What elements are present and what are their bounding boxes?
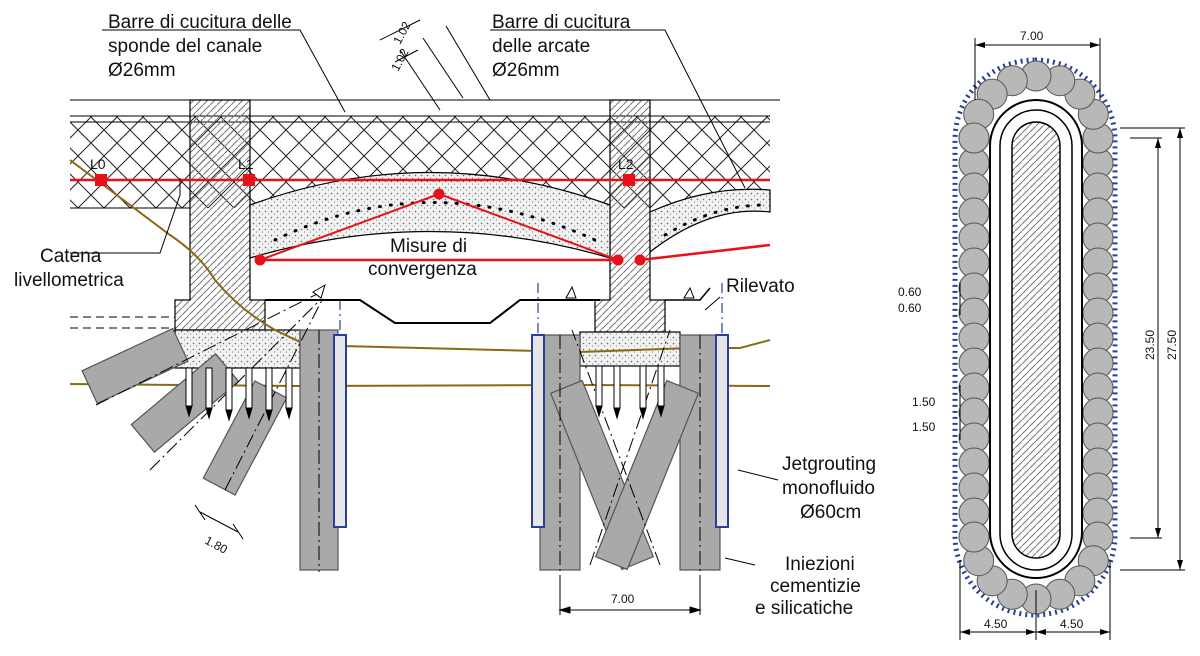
dim-top-b: 1.02 [388, 46, 411, 73]
plan-view [952, 38, 1185, 640]
measure-lines [70, 174, 771, 266]
canal-profile [265, 299, 600, 324]
point-l1: L1 [238, 156, 254, 172]
left-footing [174, 329, 301, 369]
point-l0: L0 [90, 156, 106, 172]
point-l2: L2 [618, 156, 634, 172]
dim-inner-height: 23.50 [1143, 330, 1157, 360]
iniezioni-l2: cementizie [770, 576, 861, 597]
dim-bottom-left: 4.50 [984, 617, 1008, 631]
dim-med-b: 1.50 [912, 420, 936, 434]
iniezioni-l3: e silicatiche [755, 598, 853, 619]
barre-arcate-l3: Ø26mm [492, 60, 560, 81]
catena-l1: Catena [40, 246, 102, 267]
rilevato-label: Rilevato [726, 276, 795, 297]
barre-canale-l1: Barre di cucitura delle [108, 12, 292, 33]
dim-section-span: 7.00 [611, 592, 635, 606]
dim-angle: 1.80 [203, 533, 230, 556]
misure-l1: Misure di [390, 236, 467, 257]
dim-outer-height: 27.50 [1165, 330, 1179, 360]
cross-section [69, 19, 780, 615]
misure-l2: convergenza [368, 259, 477, 280]
jet-l1: Jetgrouting [782, 454, 876, 475]
jet-l3: Ø60cm [800, 502, 861, 523]
dim-top-a: 1.02 [390, 19, 413, 46]
arch-bars-dotted [273, 201, 597, 242]
injection-columns [333, 334, 729, 528]
arch-concrete-right [649, 188, 771, 254]
dim-small-b: 0.60 [898, 301, 922, 315]
catena-line [69, 159, 301, 343]
barre-canale-l3: Ø26mm [108, 60, 176, 81]
jet-column [958, 122, 990, 154]
iniezioni-l1: Iniezioni [785, 554, 855, 575]
barre-canale-l2: sponde del canale [108, 36, 262, 57]
dim-med-a: 1.50 [912, 395, 936, 409]
dim-plan-width: 7.00 [1020, 29, 1044, 43]
catena-l2: livellometrica [14, 270, 124, 291]
jet-column [958, 521, 990, 553]
jet-l2: monofluido [782, 478, 875, 499]
plan-labels: 7.00 0.60 0.60 1.50 1.50 23.50 27.50 4.5… [898, 29, 1179, 631]
dim-small-a: 0.60 [898, 285, 922, 299]
barre-arcate-l1: Barre di cucitura [492, 12, 631, 33]
jet-column-ring [958, 60, 1114, 615]
barre-arcate-l2: delle arcate [492, 36, 590, 57]
dim-bottom-right: 4.50 [1060, 617, 1084, 631]
section-labels: Barre di cucitura delle sponde del canal… [14, 12, 876, 619]
